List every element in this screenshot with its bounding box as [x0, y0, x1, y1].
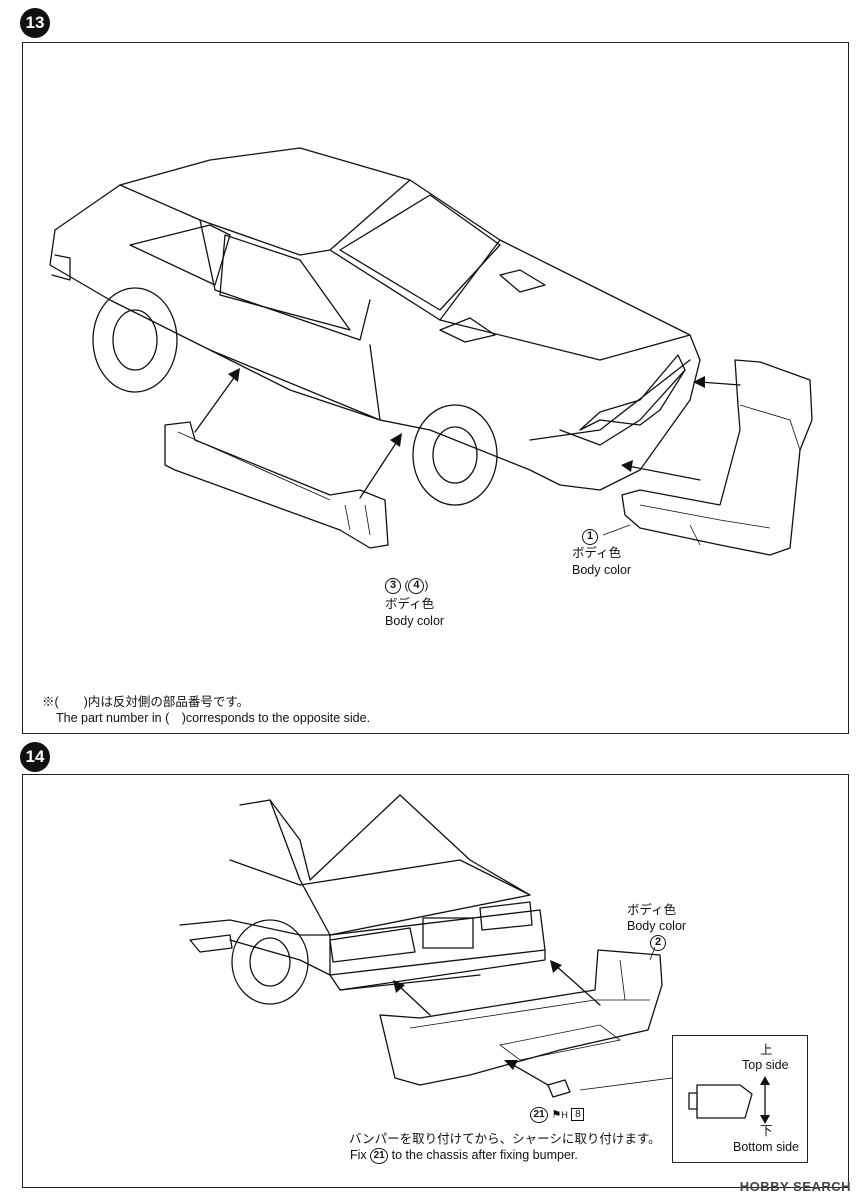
- part-2-color-jp: ボディ色: [627, 903, 677, 917]
- instruction-en: Fix 21 to the chassis after fixing bumpe…: [350, 1147, 578, 1164]
- part-2-number: 2: [650, 934, 666, 951]
- car-rear-drawing: [179, 794, 546, 991]
- sprue-flag-icon: ⚑: [551, 1109, 562, 1121]
- opposite-side-note-en: The part number in ( )corresponds to the…: [56, 711, 371, 725]
- part-21-label: 21 ⚑H 8: [530, 1106, 585, 1124]
- sprue-number-box: 8: [571, 1108, 585, 1122]
- part-1-label: 1: [582, 528, 598, 545]
- step-13-panel: [22, 42, 849, 734]
- part-3-color-en: Body color: [385, 614, 445, 628]
- instruction-en-post: to the chassis after fixing bumper.: [391, 1148, 578, 1162]
- part-1-number: 1: [582, 528, 598, 545]
- sprue-letter: H: [561, 1110, 568, 1120]
- bottom-side-en: Bottom side: [733, 1140, 800, 1154]
- opposite-side-note-jp: ※( )内は反対側の部品番号です。: [42, 695, 250, 709]
- up-down-arrow-icon: [760, 1076, 770, 1124]
- front-bumper-part: [621, 359, 813, 556]
- instruction-jp: バンパーを取り付けてから、シャーシに取り付けます。: [349, 1132, 661, 1146]
- step-14-badge: 14: [20, 742, 50, 772]
- side-skirt-part: [164, 421, 389, 549]
- part-21-drawing: [547, 1079, 571, 1098]
- part-3-number: 3: [385, 577, 401, 594]
- rear-arrows: [393, 960, 601, 1086]
- assembly-arrows: [194, 368, 741, 499]
- instruction-en-pre: Fix: [350, 1148, 367, 1162]
- part-2-color-en: Body color: [627, 919, 687, 933]
- part-2-label: 2: [650, 934, 666, 951]
- top-side-en: Top side: [742, 1058, 789, 1072]
- bottom-side-jp: 下: [760, 1124, 773, 1138]
- part-1-color-jp: ボディ色: [572, 546, 622, 560]
- rear-wheel: [231, 919, 309, 1005]
- top-side-jp: 上: [760, 1043, 773, 1057]
- car-front-drawing: [49, 147, 701, 491]
- part-21-orientation-drawing: [688, 1084, 753, 1119]
- watermark: HOBBY SEARCH: [739, 1179, 851, 1194]
- instruction-part-number: 21: [370, 1147, 389, 1164]
- part-21-number: 21: [530, 1106, 548, 1123]
- car-wheels: [92, 287, 498, 506]
- step-13-badge: 13: [20, 8, 50, 38]
- part-4-number: 4: [408, 577, 425, 594]
- part-3-color-jp: ボディ色: [385, 597, 435, 611]
- part-1-color-en: Body color: [572, 563, 632, 577]
- part-3-label: 3 (4): [385, 577, 428, 594]
